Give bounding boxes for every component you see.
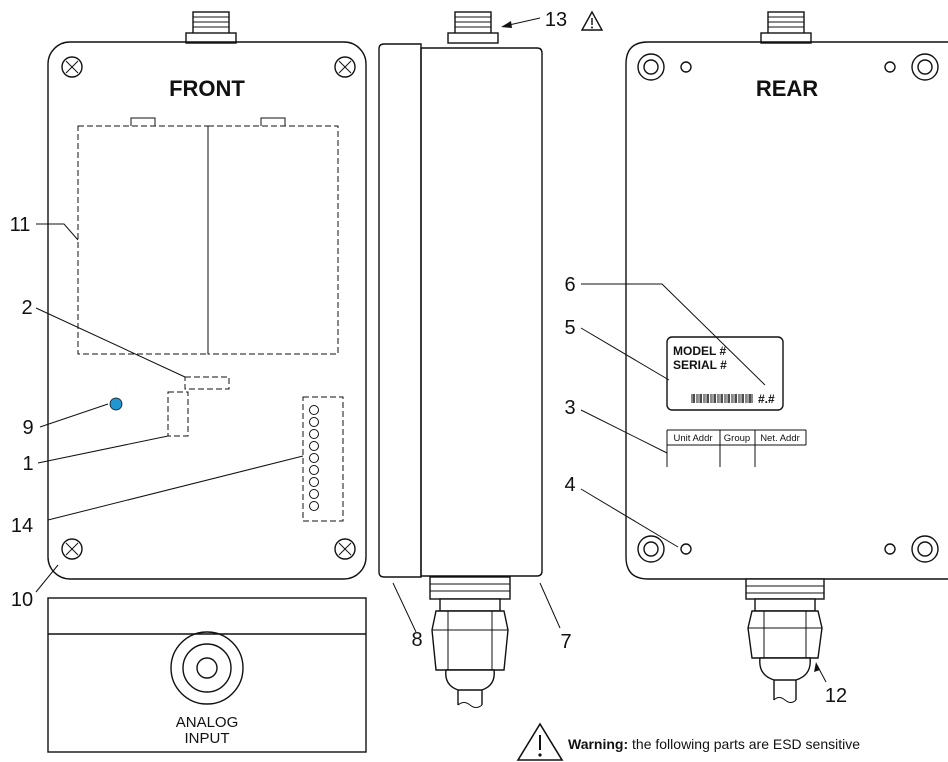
callout-3: 3	[564, 397, 575, 419]
switch-outline	[184, 376, 230, 390]
analog-input-label-line1: ANALOG	[176, 714, 239, 731]
callout-10: 10	[11, 589, 33, 611]
callout-9: 9	[22, 417, 33, 439]
model-serial-tag: MODEL # SERIAL #	[666, 336, 784, 411]
terminal-block	[302, 396, 344, 522]
callout-12: 12	[825, 685, 847, 707]
callout-13: 13	[545, 9, 567, 31]
battery-compartments	[77, 117, 339, 355]
side-lid	[378, 43, 422, 578]
address-header-unit: Unit Addr	[673, 433, 712, 444]
jumper-outline	[167, 391, 189, 437]
svg-text:Warning: the following parts a: Warning: the following parts are ESD sen…	[568, 736, 860, 752]
esd-warning: Warning: the following parts are ESD sen…	[516, 722, 860, 761]
callout-14: 14	[11, 515, 33, 537]
version-label: #.#	[758, 392, 775, 406]
warning-triangle-icon	[580, 10, 604, 31]
screw-icon	[61, 538, 83, 560]
callout-leaders	[35, 17, 827, 683]
screw-icon	[334, 538, 356, 560]
callout-8: 8	[411, 629, 422, 651]
front-title: FRONT	[169, 76, 245, 101]
callout-2: 2	[21, 297, 32, 319]
warning-triangle-icon	[516, 722, 564, 761]
barcode	[691, 394, 753, 403]
mounting-hole	[911, 53, 939, 81]
address-table: Unit Addr Group Net. Addr	[666, 429, 807, 467]
address-header-net: Net. Addr	[760, 433, 800, 444]
arrowheads	[501, 21, 820, 672]
address-header-group: Group	[724, 433, 750, 444]
screw-icon	[334, 56, 356, 78]
analog-input-label-line2: INPUT	[185, 730, 230, 747]
mounting-hole	[637, 535, 665, 563]
rear-enclosure	[625, 41, 948, 580]
mounting-hole	[911, 535, 939, 563]
front-antenna-connector	[185, 11, 237, 44]
analog-input-jack	[170, 631, 244, 705]
callout-1: 1	[22, 453, 33, 475]
bottom-end-view: ANALOG INPUT	[47, 597, 367, 753]
screw-icon	[61, 56, 83, 78]
serial-label: SERIAL #	[673, 358, 727, 372]
mounting-hole	[637, 53, 665, 81]
callout-7: 7	[560, 631, 571, 653]
rear-title: REAR	[756, 76, 818, 101]
warning-bold-text: Warning:	[568, 736, 628, 752]
callout-11: 11	[10, 214, 31, 236]
warning-text: the following parts are ESD sensitive	[628, 736, 860, 752]
side-view	[378, 11, 543, 708]
callout-6: 6	[564, 274, 575, 296]
rear-cable-gland	[745, 578, 825, 703]
status-led	[109, 397, 123, 411]
side-body	[420, 47, 543, 577]
front-view: FRONT	[47, 11, 367, 580]
side-cable-gland	[429, 576, 511, 708]
rear-view: REAR MODEL # SERIAL #	[625, 11, 948, 703]
front-enclosure	[47, 41, 367, 580]
model-label: MODEL #	[673, 344, 726, 358]
side-antenna-connector	[447, 11, 499, 44]
callout-5: 5	[564, 317, 575, 339]
callout-numbers: 1 2 3 4 5 6 7 8 9 10 11 12 13 14	[10, 9, 848, 707]
callout-4: 4	[564, 474, 575, 496]
rear-antenna-connector	[760, 11, 812, 44]
